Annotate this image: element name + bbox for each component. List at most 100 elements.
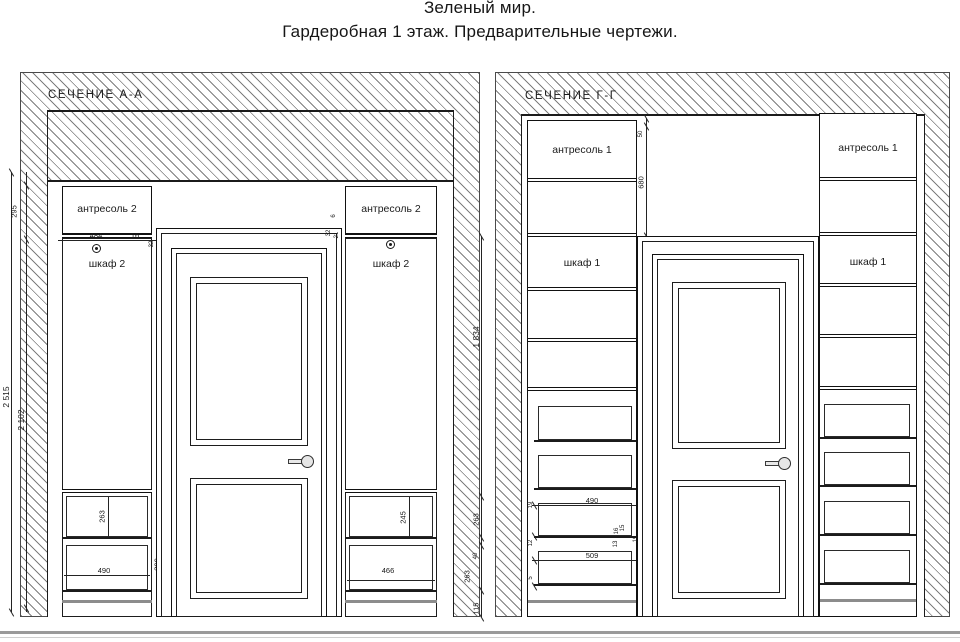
dimline-drawer-left-height (108, 497, 109, 537)
soffit-line (47, 180, 453, 182)
shelf-left-aa-top (62, 234, 152, 238)
antresol-label-right-aa: антресоль 2 (361, 203, 421, 215)
door-handle-knob-aa[interactable] (301, 455, 314, 468)
dimline-drawer-left-width (64, 575, 150, 576)
cabinet-knob-right-aa[interactable] (386, 240, 395, 249)
drawer-right-aa-2[interactable] (349, 545, 433, 590)
shelf-left-gg-3 (528, 287, 636, 291)
cabinet-label-right-gg: шкаф 1 (849, 256, 887, 268)
dim-left-inner-aa: 2 102 (16, 409, 26, 431)
drawer-right-gg-4[interactable] (824, 550, 910, 583)
cabinet-column-right-gg (819, 113, 917, 617)
dim-drawer-left-width: 490 (97, 566, 111, 575)
antresol-label-right-gg: антресоль 1 (838, 142, 898, 154)
floor-line-secondary (0, 637, 960, 638)
drawer-left-aa-1[interactable] (66, 496, 148, 537)
door-panel-upper-inner-gg (678, 288, 780, 443)
section-label-aa: СЕЧЕНИЕ А-А (48, 89, 144, 101)
drawer-left-gg-4-base (534, 584, 636, 586)
shelf-right-gg-3 (820, 283, 916, 287)
antresol-label-left-gg: антресоль 1 (552, 144, 612, 156)
door-panel-upper-inner-aa (196, 283, 302, 440)
shelf-left-gg-4 (528, 338, 636, 342)
shelf-right-gg-4 (820, 334, 916, 338)
interior-right-edge (453, 110, 454, 617)
drawer-right-gg-1[interactable] (824, 404, 910, 437)
dim-small-gg-4: 15 (620, 524, 626, 532)
shelf-right-gg-1 (820, 177, 916, 181)
interior-left-edge-gg (521, 114, 522, 617)
drawer-left-aa-2-base (62, 590, 152, 592)
drawer-right-gg-3-base (820, 534, 916, 536)
shelf-left-gg-5 (528, 387, 636, 391)
title-block: Зеленый мир. Гардеробная 1 этаж. Предвар… (0, 0, 960, 44)
dimline-490-gg (532, 505, 636, 506)
dim-drawer-width-upper-gg: 490 (585, 496, 599, 505)
plinth-left-aa (62, 600, 152, 603)
dim-small-right-aa-3: 21 (334, 231, 340, 239)
drawer-right-aa-2-base (345, 590, 437, 592)
shelf-left-gg-2 (528, 233, 636, 237)
drawer-left-gg-1-base (534, 440, 636, 442)
drawer-right-aa-1[interactable] (349, 496, 433, 537)
interior-left-edge (47, 110, 48, 617)
dim-left-top-aa: 295 (9, 205, 19, 218)
door-panel-lower-inner-gg (678, 486, 780, 593)
dim-small-gg-7: 5 (528, 576, 534, 580)
page-title-line1: Зеленый мир. (423, 0, 537, 17)
drawer-left-aa-1-base (62, 537, 152, 539)
interior-right-edge-gg (924, 114, 925, 617)
drawer-left-gg-4[interactable] (538, 551, 632, 584)
dim-right-main-aa: 1 834 (471, 326, 481, 348)
drawer-right-gg-4-base (820, 583, 916, 585)
drawer-left-gg-3-base (534, 536, 636, 538)
dimline-drawer-right-width (347, 580, 435, 581)
drawer-right-gg-1-base (820, 437, 916, 439)
plinth-left-gg (528, 600, 636, 603)
shelf-right-aa-top (345, 234, 437, 238)
header-line-gg (521, 114, 924, 116)
drawer-right-gg-2[interactable] (824, 452, 910, 485)
plinth-right-aa (345, 600, 437, 603)
dim-top-gap-gg: 50 (638, 130, 644, 138)
shelf-right-gg-5 (820, 386, 916, 390)
header-beam-line (47, 110, 453, 112)
drawer-right-gg-2-base (820, 485, 916, 487)
dim-drawer-right-width: 466 (381, 566, 395, 575)
dim-small-right-aa-1: 6 (331, 214, 337, 218)
shelf-right-aa-mid (345, 489, 437, 493)
drawer-left-gg-1[interactable] (538, 406, 632, 440)
drawer-left-aa-2[interactable] (66, 545, 148, 590)
cabinet-label-right-aa: шкаф 2 (372, 258, 410, 270)
dimline-gg-antresol (646, 118, 647, 236)
antresol-box-right-aa (345, 186, 437, 234)
dim-small-right-aa-2: 32 (326, 229, 332, 237)
dimline-left-inner-aa (26, 172, 27, 612)
dim-small-gg-2: 12 (528, 539, 534, 547)
page-title-line2: Гардеробная 1 этаж. Предварительные черт… (282, 22, 678, 41)
dimline-top-left-width (58, 240, 158, 241)
drawer-right-gg-3[interactable] (824, 501, 910, 534)
dim-small-left-aa-1: 32 (149, 240, 155, 248)
cabinet-label-left-aa: шкаф 2 (88, 258, 126, 270)
dim-right-stack-aa-1: 263 (471, 513, 481, 526)
dim-drawer-right-height: 245 (398, 511, 408, 524)
dimline-509-gg (532, 560, 636, 561)
drawer-left-gg-2[interactable] (538, 455, 632, 488)
cabinet-label-left-gg: шкаф 1 (563, 257, 601, 269)
dim-drawer-left-height: 263 (97, 510, 107, 523)
dim-right-stack-aa-2: 40 (473, 552, 479, 560)
door-panel-lower-inner-aa (196, 484, 302, 593)
antresol-label-left-aa: антресоль 2 (77, 203, 137, 215)
dim-top-left-width: 484 (89, 231, 103, 240)
floor-line (0, 631, 960, 634)
shelf-right-gg-2 (820, 232, 916, 236)
dim-small-gg-5: 13 (613, 540, 619, 548)
cabinet-knob-left-aa[interactable] (92, 244, 101, 253)
door-handle-knob-gg[interactable] (778, 457, 791, 470)
drawer-left-gg-3[interactable] (538, 503, 632, 536)
dim-right-stack-aa-3: 263 (462, 570, 472, 583)
dim-top-left-gap: 16 (130, 231, 140, 240)
cabinet-column-left-gg (527, 120, 637, 617)
drawer-left-gg-2-base (534, 488, 636, 490)
